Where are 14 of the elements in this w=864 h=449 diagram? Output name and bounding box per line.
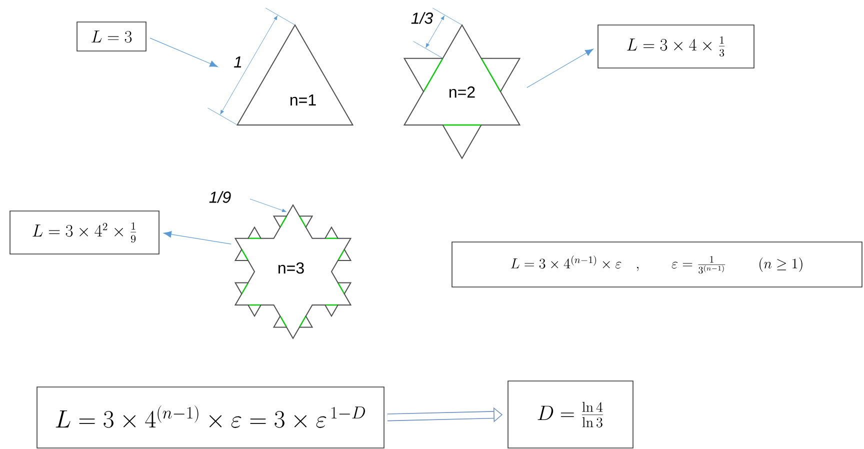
arrow bbox=[150, 38, 218, 67]
dimension-label: 1 bbox=[234, 56, 242, 68]
formula-box: $L = 3 \times 4^{2} \times \frac{1}{9}$ bbox=[10, 210, 160, 254]
shape-label: n=3 bbox=[278, 262, 304, 274]
formula-box: $L = 3 \times 4^{(n-1)} \times \varepsilon = 3 \times \varepsilon^{\,1-D}$ bbox=[36, 386, 384, 448]
arrow bbox=[526, 48, 594, 88]
shape-label: n=2 bbox=[450, 86, 475, 98]
formula-box: $L = 3 \times 4^{(n-1)} \times \varepsilon \quad ,$ $\varepsilon = \frac{1}{3^{(n-1)}}$ $(n \geq 1)$ bbox=[452, 242, 862, 288]
formula-box: $L = 3$ bbox=[76, 22, 146, 52]
dimension-label: 1/9 bbox=[209, 191, 231, 203]
arrow bbox=[163, 231, 232, 244]
formula-box: $L = 3 \times 4 \times \frac{1}{3}$ bbox=[598, 24, 754, 68]
shape-label: n=1 bbox=[290, 94, 316, 106]
formula-box: $D = \frac{\ln 4}{\ln 3}$ bbox=[508, 380, 634, 448]
